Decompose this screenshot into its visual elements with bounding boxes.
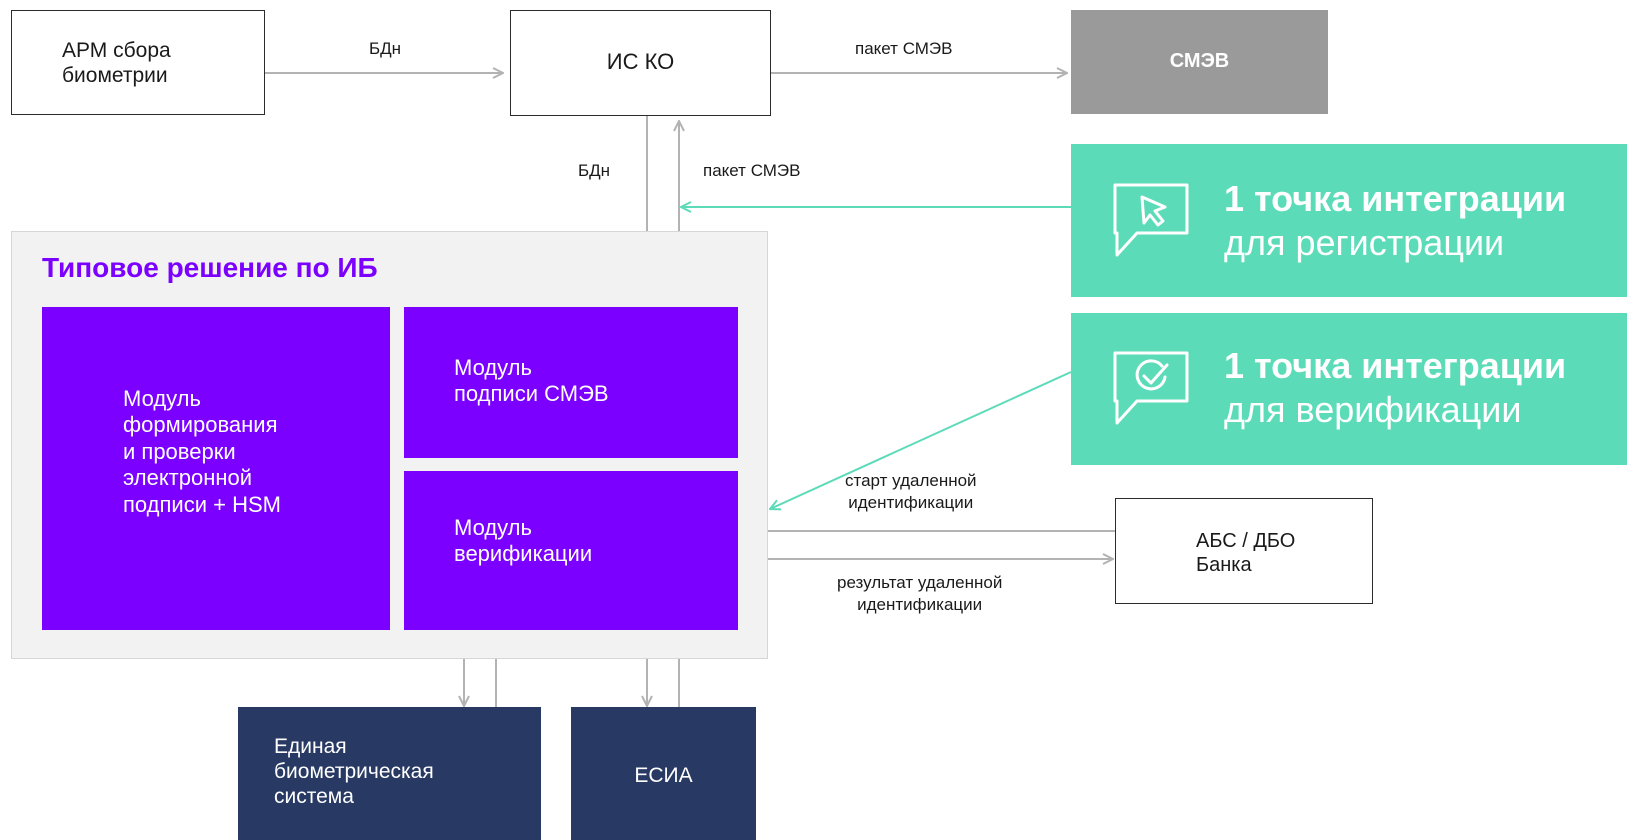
label-result-remote-id: результат удаленной идентификации xyxy=(837,573,1003,615)
arrow-callout-verification xyxy=(770,371,1072,509)
label-down-bdn: БДн xyxy=(578,161,611,180)
module-signature-hsm: Модуль формирования и проверки электронн… xyxy=(42,307,390,630)
callout-verification-regular: для верификации xyxy=(1224,389,1522,430)
callout-registration-bold: 1 точка интеграции xyxy=(1224,178,1567,219)
module-signature-label: Модуль формирования и проверки электронн… xyxy=(123,386,281,517)
node-arm-label: АРМ сбора биометрии xyxy=(62,39,171,88)
node-is-ko: ИС КО xyxy=(510,10,771,116)
module-verification: Модуль верификации xyxy=(404,471,738,630)
module-smev-signature: Модуль подписи СМЭВ xyxy=(404,307,738,458)
node-ebs: Единая биометрическая система xyxy=(238,707,541,840)
module-smev-signature-label: Модуль подписи СМЭВ xyxy=(454,355,609,407)
cursor-chat-icon xyxy=(1113,183,1189,257)
node-abs-dbo-label: АБС / ДБО Банка xyxy=(1196,530,1296,576)
callout-registration-regular: для регистрации xyxy=(1224,222,1505,263)
callout-verification: 1 точка интеграции для верификации xyxy=(1071,313,1627,465)
label-start-remote-id: старт удаленной идентификации xyxy=(845,471,977,513)
panel-title: Типовое решение по ИБ xyxy=(42,252,378,283)
callout-registration: 1 точка интеграции для регистрации xyxy=(1071,144,1627,297)
callout-verification-bold: 1 точка интеграции xyxy=(1224,345,1567,386)
label-isko-to-smev: пакет СМЭВ xyxy=(855,39,953,58)
check-chat-icon xyxy=(1113,351,1189,425)
node-smev-label: СМЭВ xyxy=(1169,50,1230,72)
node-esia: ЕСИА xyxy=(571,707,756,840)
label-up-smev-packet: пакет СМЭВ xyxy=(703,161,801,180)
node-ebs-label: Единая биометрическая система xyxy=(274,735,434,809)
node-esia-label: ЕСИА xyxy=(634,764,693,787)
node-abs-dbo: АБС / ДБО Банка xyxy=(1115,498,1373,604)
node-arm-biometrics: АРМ сбора биометрии xyxy=(11,10,265,115)
node-smev: СМЭВ xyxy=(1071,10,1328,114)
module-verification-label: Модуль верификации xyxy=(454,515,593,567)
node-is-ko-label: ИС КО xyxy=(606,49,675,74)
label-arm-to-isko: БДн xyxy=(369,39,402,58)
